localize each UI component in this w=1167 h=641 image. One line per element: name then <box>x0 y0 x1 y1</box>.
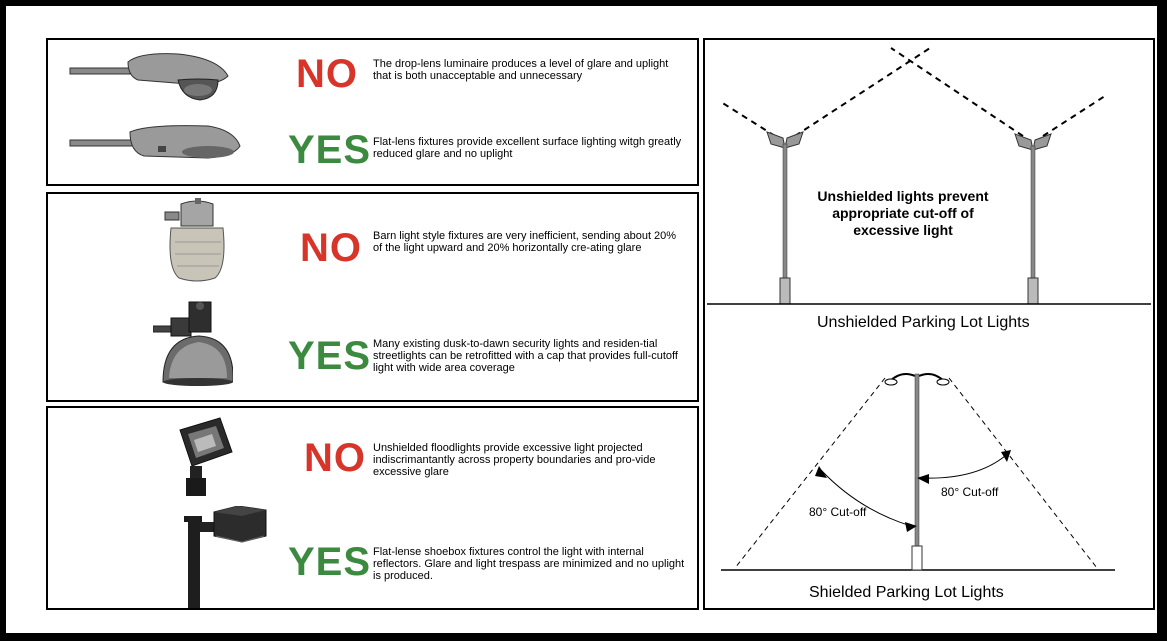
unshielded-note: Unshielded lights prevent appropriate cu… <box>817 188 989 238</box>
unshielded-pole-left <box>766 131 804 305</box>
verdict-yes: YES <box>288 128 372 172</box>
parking-lot-diagram: 80° Cut-off 80° Cut-off <box>707 47 1151 571</box>
light-ray <box>1042 95 1106 137</box>
panel-barn-light: NO Barn light style fixtures are very in… <box>46 192 699 402</box>
shielded-diagram: 80° Cut-off 80° Cut-off <box>721 373 1115 571</box>
description-retrofit-cap: Many existing dusk-to-dawn security ligh… <box>373 338 678 374</box>
retrofit-cap-fixture-image <box>152 298 234 393</box>
light-ray <box>794 47 931 137</box>
verdict-no: NO <box>304 436 366 480</box>
description-shoebox: Flat-lense shoebox fixtures control the … <box>373 546 685 582</box>
description-drop-lens: The drop-lens luminaire produces a level… <box>373 58 669 82</box>
description-flat-lens: Flat-lens fixtures provide excellent sur… <box>373 136 682 160</box>
unshielded-caption: Unshielded Parking Lot Lights <box>817 314 1030 331</box>
verdict-yes: YES <box>288 334 372 378</box>
shielded-pole <box>884 373 950 571</box>
barn-light-fixture-image <box>163 198 233 289</box>
figure-frame: NO The drop-lens luminaire produces a le… <box>4 4 1159 635</box>
cutoff-line-left <box>734 377 886 569</box>
cutoff-line-right <box>948 377 1098 569</box>
shielded-caption: Shielded Parking Lot Lights <box>809 584 1004 601</box>
verdict-yes: YES <box>288 540 372 584</box>
drop-lens-fixture-image <box>68 46 268 111</box>
light-ray <box>720 101 776 137</box>
flat-lens-fixture-image <box>68 120 268 175</box>
light-ray <box>890 47 1024 137</box>
cutoff-angle-label-right: 80° Cut-off <box>941 485 999 499</box>
description-barn-light: Barn light style fixtures are very ineff… <box>373 230 677 254</box>
panel-cobra-head: NO The drop-lens luminaire produces a le… <box>46 38 699 186</box>
description-floodlight: Unshielded floodlights provide excessive… <box>373 442 656 478</box>
shoebox-fixture-image <box>176 505 276 613</box>
verdict-no: NO <box>300 226 362 270</box>
unshielded-diagram <box>707 47 1151 305</box>
floodlight-fixture-image <box>176 416 246 501</box>
verdict-no: NO <box>296 52 358 96</box>
unshielded-pole-right <box>1014 133 1052 305</box>
panel-parking-lot-diagrams: 80° Cut-off 80° Cut-off Unshielded light… <box>703 38 1155 610</box>
cutoff-angle-label-left: 80° Cut-off <box>809 505 867 519</box>
panel-floodlight: NO Unshielded floodlights provide excess… <box>46 406 699 610</box>
